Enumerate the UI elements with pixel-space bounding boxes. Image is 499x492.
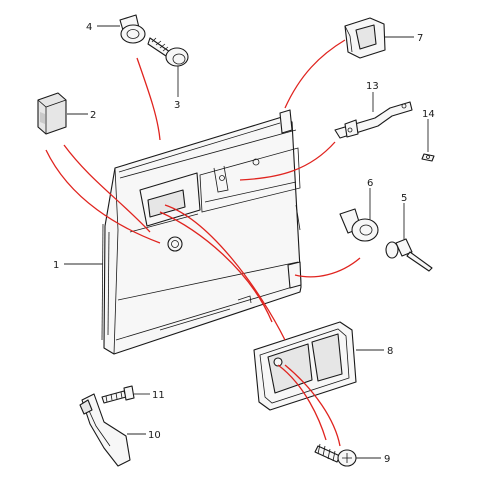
bush-part — [119, 14, 146, 44]
screw-part — [314, 443, 357, 467]
door-trim-panel — [101, 109, 302, 355]
clip-block-part — [37, 92, 67, 135]
ref-curve-bezel — [284, 39, 346, 109]
callout-4: 4 — [86, 22, 92, 33]
reference-curves — [45, 39, 361, 447]
handle-surround-part — [253, 321, 357, 411]
small-clip-part — [421, 153, 435, 162]
ref-curve-handle-upper — [159, 211, 273, 323]
callout-3: 3 — [174, 100, 180, 111]
callout-11: 11 — [152, 390, 165, 401]
pin-part — [385, 238, 433, 272]
callout-8: 8 — [387, 346, 393, 357]
callout-5: 5 — [401, 193, 407, 204]
callout-labels: 1 2 3 4 5 6 7 8 9 10 11 13 14 — [53, 22, 435, 465]
callout-9: 9 — [384, 454, 390, 465]
ref-curve-handle-lower — [164, 204, 286, 341]
ref-curve-clip-lower — [45, 149, 161, 244]
callout-14: 14 — [422, 109, 435, 120]
callout-10: 10 — [148, 430, 161, 441]
leader-lines — [64, 25, 429, 459]
callout-7: 7 — [417, 33, 423, 44]
strap-bracket-part — [334, 101, 413, 139]
pull-handle-part — [79, 393, 131, 467]
callout-1: 1 — [53, 260, 59, 271]
fir-tree-fastener — [147, 37, 189, 67]
ref-curve-grommet — [294, 257, 361, 278]
bezel-part — [344, 17, 386, 59]
callout-6: 6 — [367, 178, 373, 189]
ref-curve-bush — [136, 57, 161, 141]
ref-curve-screw-b — [284, 364, 341, 447]
callout-2: 2 — [90, 110, 96, 121]
grommet-part — [339, 208, 379, 242]
bolt-part — [101, 385, 135, 404]
ref-curve-strap — [239, 141, 336, 181]
ref-curve-clip-upper — [63, 144, 151, 233]
ref-curve-screw-a — [277, 364, 327, 441]
callout-13: 13 — [366, 81, 379, 92]
